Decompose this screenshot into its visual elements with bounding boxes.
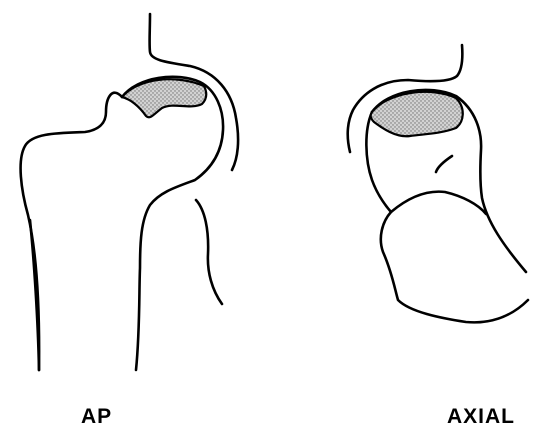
- ap-femoral-head-outline: [21, 93, 122, 370]
- axial-physeal-line: [436, 156, 452, 172]
- axial-trochanter-line: [391, 192, 486, 214]
- ap-view-label: AP: [81, 406, 112, 427]
- ap-view-drawing: [21, 14, 238, 370]
- axial-necrotic-lesion: [371, 92, 463, 136]
- ap-head-dome: [122, 77, 223, 370]
- axial-view-label: AXIAL: [447, 406, 515, 427]
- axial-view-drawing: [348, 45, 528, 322]
- ap-lesser-trochanter: [196, 200, 222, 304]
- axial-neck-shaft: [381, 212, 528, 322]
